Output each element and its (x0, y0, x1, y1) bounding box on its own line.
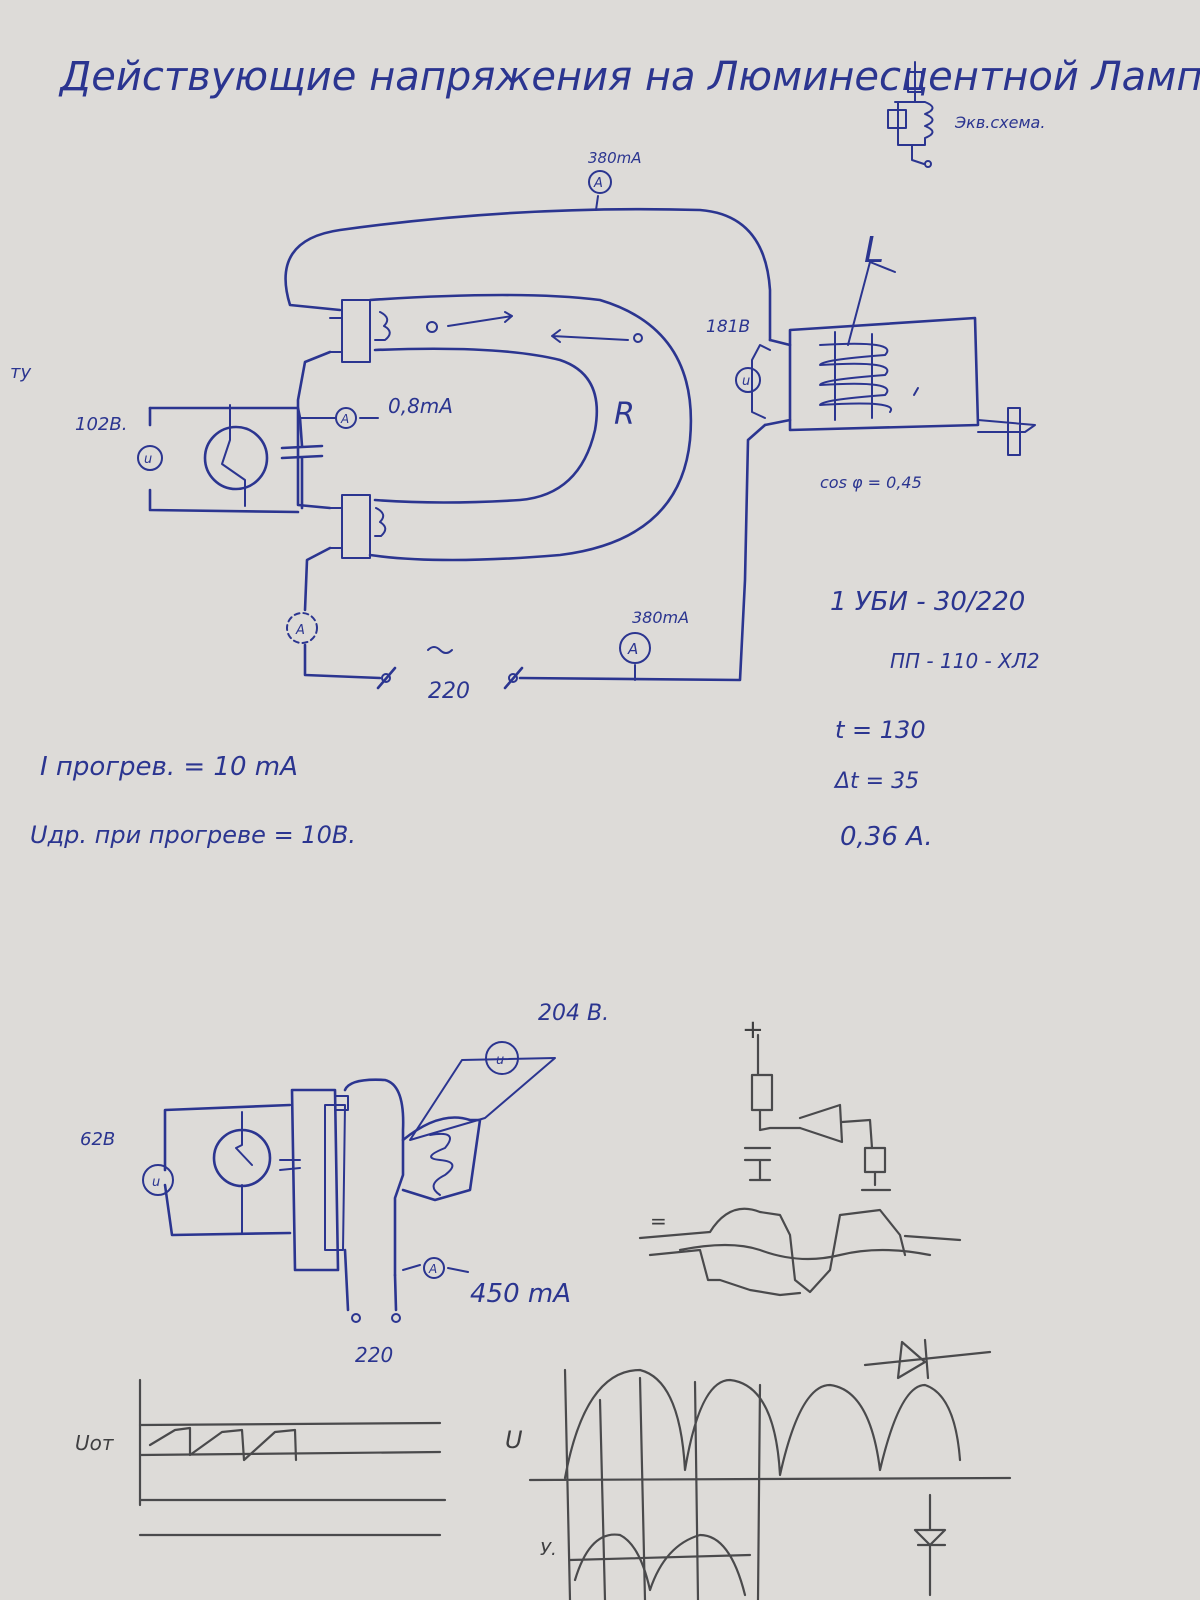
note-current: 0,36 A. (840, 822, 933, 852)
sawtooth-sketch (138, 1378, 447, 1537)
diode-top-icon (863, 1338, 992, 1380)
diagram-2-wiring (163, 1057, 556, 1323)
voltmeter-204-symbol: u (496, 1053, 504, 1068)
rectified-wave-sketch (528, 1368, 1012, 1600)
milliammeter-icon (335, 407, 357, 429)
y-axis-label: У. (540, 1539, 557, 1560)
page-title: Действующие напряжения на Люминесцентной… (58, 54, 1200, 100)
supply-label-1: 220 (428, 679, 470, 704)
diode-bottom-icon (913, 1493, 947, 1597)
plus-sign: + (742, 1015, 764, 1045)
diagram-1-wiring (148, 195, 1036, 690)
resistance-label: R (614, 397, 635, 432)
voltmeter-62-icon (142, 1164, 174, 1196)
voltmeter-204-icon (485, 1041, 519, 1075)
diode-circuit-sketch (743, 1033, 892, 1192)
note-temperature-delta: Δt = 35 (833, 769, 919, 794)
note-ballast-model: 1 УБИ - 30/220 (830, 587, 1025, 617)
uon-label: Uот (75, 1431, 115, 1455)
ammeter-dashed-symbol: A (295, 623, 305, 638)
ammeter-450-icon (423, 1257, 445, 1279)
v-axis-label: U (505, 1426, 523, 1454)
voltmeter-right-symbol: u (742, 374, 750, 389)
margin-mark: ту (10, 362, 31, 383)
minus-sign: = (650, 1209, 667, 1233)
note-temperature: t = 130 (835, 716, 926, 744)
milliammeter-label: 0,8mA (388, 394, 453, 418)
ammeter-bottom-label: 380mA (632, 608, 689, 627)
voltmeter-62-label: 62B (80, 1129, 115, 1150)
voltmeter-left-symbol: u (144, 452, 152, 467)
ammeter-bottom-icon (619, 632, 651, 664)
ammeter-top-symbol: A (593, 176, 603, 191)
ammeter-top-icon (588, 170, 612, 194)
waveform-sketch (638, 1207, 962, 1297)
ammeter-450-symbol: A (428, 1262, 437, 1276)
voltmeter-left-icon (137, 445, 163, 471)
equivalent-circuit-icon (887, 61, 934, 168)
voltmeter-204-label: 204 B. (538, 1001, 609, 1026)
note-heating-current: I прогрев. = 10 mA (40, 752, 298, 782)
ammeter-dashed-icon (286, 612, 318, 644)
voltmeter-left-label: 102B. (75, 414, 127, 435)
inductance-label: L (864, 230, 884, 271)
voltmeter-right-icon (735, 367, 761, 393)
ammeter-bottom-symbol: A (627, 640, 638, 658)
power-factor-label: cos φ = 0,45 (820, 473, 922, 492)
voltmeter-62-symbol: u (152, 1175, 160, 1190)
note-ballast-spec: ПП - 110 - ХЛ2 (890, 649, 1040, 673)
ammeter-450-label: 450 mA (470, 1279, 571, 1309)
equivalent-circuit-label: Экв.схема. (954, 113, 1045, 132)
ammeter-top-label: 380mA (588, 149, 642, 167)
supply-label-2: 220 (355, 1343, 393, 1367)
note-ballast-voltage: Uдр. при прогреве = 10B. (30, 821, 356, 849)
voltmeter-right-label: 181B (706, 317, 750, 337)
milliammeter-symbol: A (340, 412, 349, 426)
